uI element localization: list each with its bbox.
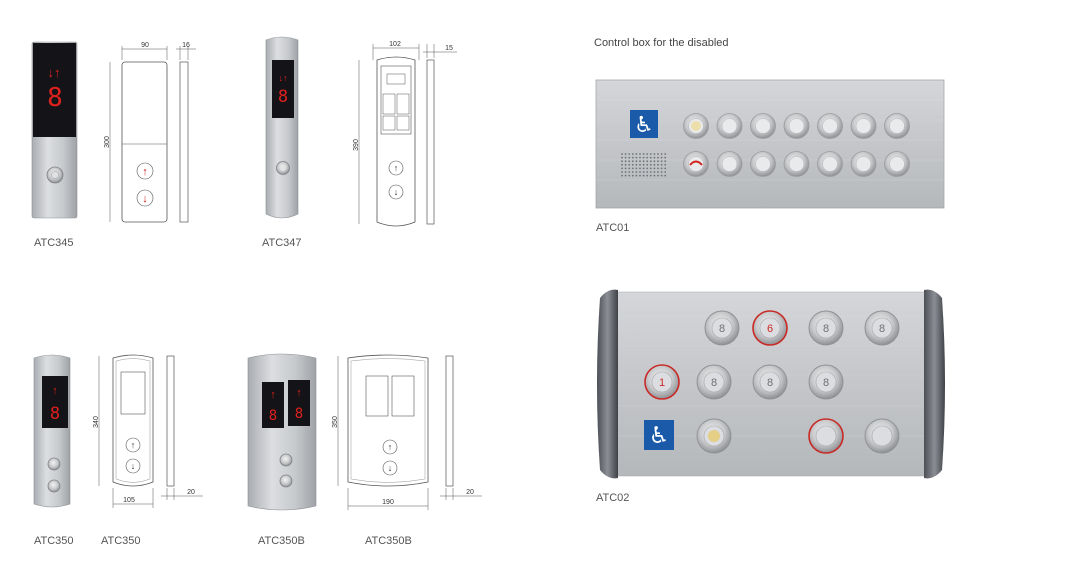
atc02-button[interactable]: 8 — [696, 364, 732, 400]
atc01-button[interactable] — [850, 113, 877, 139]
svg-text:8: 8 — [278, 87, 288, 107]
svg-text:20: 20 — [466, 489, 474, 496]
svg-text:♿: ♿ — [649, 423, 670, 449]
svg-text:350: 350 — [332, 416, 339, 428]
up-button[interactable] — [47, 457, 61, 471]
svg-text:8: 8 — [295, 406, 303, 422]
svg-text:↓: ↓ — [388, 463, 393, 473]
atc350b-photo: ↑ 8 ↑ 8 — [247, 353, 317, 511]
atc02-button[interactable] — [808, 418, 844, 454]
svg-text:↑: ↑ — [52, 385, 58, 397]
down-button[interactable] — [279, 474, 293, 488]
caption-atc345: ATC345 — [34, 237, 74, 249]
atc01-button[interactable] — [817, 151, 843, 177]
svg-text:102: 102 — [389, 41, 401, 48]
atc347-photo: ↓↑ 8 — [265, 36, 299, 219]
atc01-button[interactable] — [884, 151, 910, 177]
atc01-button[interactable] — [783, 113, 810, 139]
svg-text:↓: ↓ — [131, 461, 136, 471]
atc01-button[interactable] — [750, 151, 776, 177]
caption-atc350-drawing: ATC350 — [101, 535, 141, 547]
atc02-panel: ♿ 8 6 8 8 1 8 8 8 — [597, 289, 945, 479]
atc350b-drawing: ↑ ↓ 350 190 20 — [332, 354, 482, 510]
svg-text:390: 390 — [353, 139, 360, 151]
svg-text:190: 190 — [382, 499, 394, 506]
section-heading: Control box for the disabled — [594, 37, 729, 49]
atc347-drawing: 102 ↑ ↓ 390 15 — [353, 41, 457, 227]
caption-atc350-photo: ATC350 — [34, 535, 74, 547]
atc02-button-label: 1 — [659, 377, 665, 389]
atc02-button-label: 8 — [767, 377, 773, 389]
svg-text:♿: ♿ — [634, 113, 654, 138]
svg-text:15: 15 — [445, 45, 453, 52]
caption-atc350b-photo: ATC350B — [258, 535, 305, 547]
atc02-button-label: 8 — [719, 323, 725, 335]
atc02-button[interactable]: 8 — [808, 364, 844, 400]
svg-text:340: 340 — [93, 416, 100, 428]
svg-text:↓↑: ↓↑ — [279, 73, 288, 83]
display-digit: 8 — [47, 83, 63, 113]
up-button[interactable] — [279, 453, 293, 467]
left-end-cap — [597, 289, 618, 479]
svg-text:↑: ↑ — [270, 389, 276, 401]
atc02-button[interactable]: 8 — [752, 364, 788, 400]
atc01-button[interactable] — [850, 151, 877, 177]
svg-text:↑: ↑ — [394, 163, 399, 173]
atc02-button[interactable]: 8 — [864, 310, 900, 346]
arrow-up-glyph: ↑ — [142, 166, 148, 178]
accessibility-icon — [644, 420, 674, 450]
atc02-button[interactable]: 6 — [752, 310, 788, 346]
atc01-button[interactable] — [683, 113, 709, 139]
atc01-button[interactable] — [750, 113, 776, 139]
atc02-button-label: 8 — [823, 323, 829, 335]
atc01-button[interactable] — [683, 151, 709, 177]
atc345-photo: ↓↑ 8 — [31, 41, 78, 219]
svg-text:8: 8 — [269, 408, 277, 424]
caption-atc350b-drawing: ATC350B — [365, 535, 412, 547]
caption-atc02: ATC02 — [596, 492, 630, 504]
atc345-drawing: 90 ↑ ↓ 300 16 — [104, 42, 196, 223]
svg-text:↓: ↓ — [394, 187, 399, 197]
atc02-button[interactable] — [696, 418, 732, 454]
atc02-button[interactable]: 8 — [704, 310, 740, 346]
svg-text:↑: ↑ — [388, 442, 393, 452]
dim-width: 90 — [141, 42, 149, 49]
arrow-down-glyph: ↓ — [142, 193, 148, 205]
down-button[interactable] — [47, 479, 61, 493]
atc01-button[interactable] — [716, 151, 743, 177]
display-arrows: ↓↑ — [48, 65, 61, 80]
svg-text:20: 20 — [187, 489, 195, 496]
atc01-button[interactable] — [817, 113, 843, 139]
caption-atc347: ATC347 — [262, 237, 302, 249]
atc02-button[interactable]: 1 — [644, 364, 680, 400]
atc02-button-label: 8 — [711, 377, 717, 389]
accessibility-icon — [630, 110, 658, 138]
atc02-button-label: 6 — [767, 323, 773, 335]
atc350-photo: ↑ 8 — [33, 354, 71, 508]
atc01-button[interactable] — [884, 113, 910, 139]
atc01-button[interactable] — [716, 113, 743, 139]
svg-text:105: 105 — [123, 497, 135, 504]
atc02-button[interactable] — [864, 418, 900, 454]
caption-atc01: ATC01 — [596, 222, 630, 234]
svg-text:↑: ↑ — [131, 440, 136, 450]
atc02-button-label: 8 — [879, 323, 885, 335]
atc01-panel: ♿ — [595, 79, 945, 209]
atc02-button[interactable]: 8 — [808, 310, 844, 346]
atc02-button-label: 8 — [823, 377, 829, 389]
atc350-drawing: ↑ ↓ 340 105 20 — [93, 354, 203, 508]
atc01-button[interactable] — [783, 151, 810, 177]
svg-text:↑: ↑ — [296, 387, 302, 399]
dim-depth: 16 — [182, 42, 190, 49]
speaker-grille-icon — [621, 153, 667, 177]
svg-text:8: 8 — [50, 404, 60, 424]
right-end-cap — [924, 289, 945, 479]
dim-height: 300 — [104, 136, 111, 148]
